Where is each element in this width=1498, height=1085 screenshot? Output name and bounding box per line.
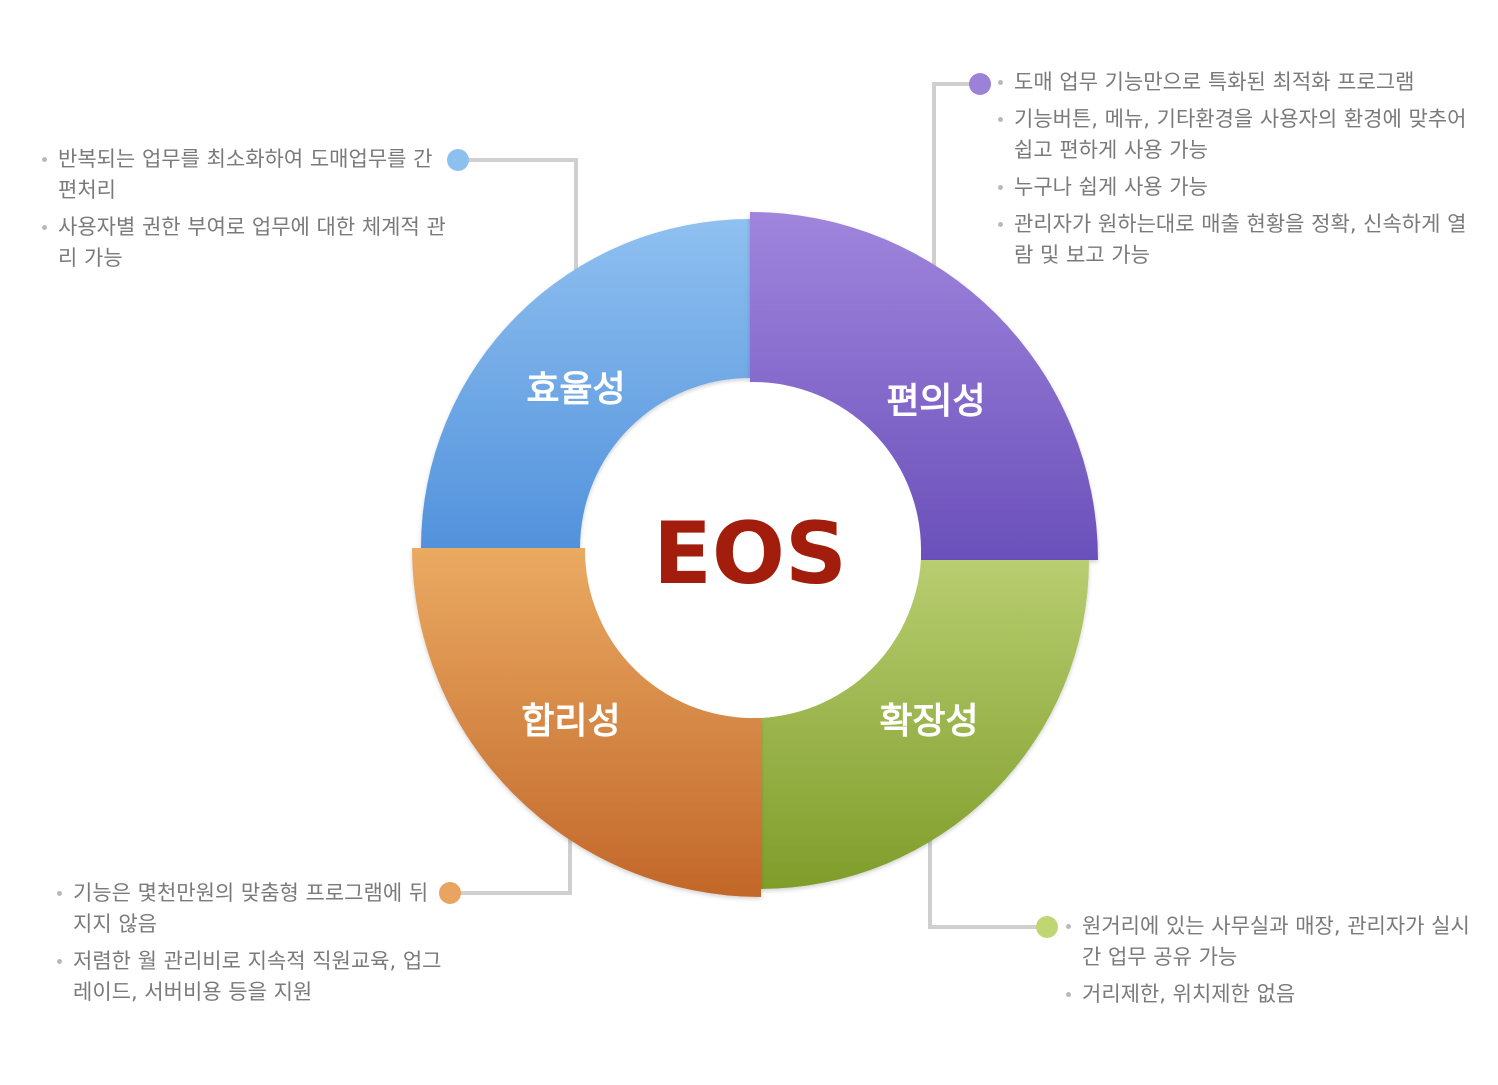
label-convenience: 편의성: [886, 381, 985, 422]
efficiency-descriptions: 반복되는 업무를 최소화하여 도매업무를 간편처리 사용자별 권한 부여로 업무…: [40, 144, 450, 280]
convenience-desc-2: 기능버튼, 메뉴, 기타환경을 사용자의 환경에 맞추어 쉽고 편하게 사용 가…: [996, 104, 1476, 166]
convenience-desc-4: 관리자가 원하는대로 매출 현황을 정확, 신속하게 열람 및 보고 가능: [996, 209, 1476, 271]
segment-rationality: [412, 548, 761, 897]
segment-convenience: [750, 212, 1098, 560]
dot-scalability: [1036, 916, 1058, 938]
scalability-descriptions: 원거리에 있는 사무실과 매장, 관리자가 실시간 업무 공유 가능 거리제한,…: [1064, 911, 1484, 1016]
center-label: EOS: [653, 504, 847, 604]
dot-efficiency: [447, 149, 469, 171]
rationality-desc-2: 저렴한 월 관리비로 지속적 직원교육, 업그레이드, 서버비용 등을 지원: [55, 946, 445, 1008]
efficiency-desc-1: 반복되는 업무를 최소화하여 도매업무를 간편처리: [40, 144, 450, 206]
center-circle: [585, 382, 921, 718]
dot-rationality: [439, 882, 461, 904]
scalability-desc-2: 거리제한, 위치제한 없음: [1064, 979, 1484, 1010]
label-rationality: 합리성: [521, 701, 620, 742]
label-efficiency: 효율성: [526, 369, 625, 410]
convenience-desc-1: 도매 업무 기능만으로 특화된 최적화 프로그램: [996, 67, 1476, 98]
convenience-descriptions: 도매 업무 기능만으로 특화된 최적화 프로그램 기능버튼, 메뉴, 기타환경을…: [996, 67, 1476, 277]
rationality-descriptions: 기능은 몇천만원의 맞춤형 프로그램에 뒤지지 않음 저렴한 월 관리비로 지속…: [55, 878, 445, 1014]
dot-convenience: [969, 73, 991, 95]
segment-efficiency: [421, 219, 750, 548]
convenience-desc-3: 누구나 쉽게 사용 가능: [996, 172, 1476, 203]
efficiency-desc-2: 사용자별 권한 부여로 업무에 대한 체계적 관리 가능: [40, 212, 450, 274]
scalability-desc-1: 원거리에 있는 사무실과 매장, 관리자가 실시간 업무 공유 가능: [1064, 911, 1484, 973]
segment-scalability: [760, 560, 1089, 889]
eos-ring: [412, 212, 1098, 897]
rationality-desc-1: 기능은 몇천만원의 맞춤형 프로그램에 뒤지지 않음: [55, 878, 445, 940]
label-scalability: 확장성: [879, 701, 978, 742]
